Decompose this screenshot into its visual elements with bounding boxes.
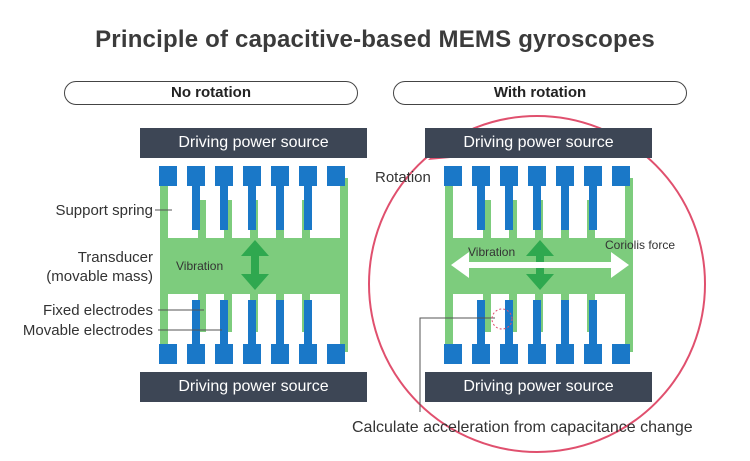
fixed-electrode-top-finger xyxy=(192,184,200,230)
movable-finger-bottom xyxy=(198,292,206,332)
diagram-title: Principle of capacitive-based MEMS gyros… xyxy=(95,26,655,53)
fixed-electrode-anchor-bottom xyxy=(612,344,630,364)
right-device xyxy=(444,166,633,364)
right-bottom-power-bar: Driving power source xyxy=(425,372,652,402)
fixed-electrode-bottom-head xyxy=(187,344,205,364)
fixed-electrode-top-finger xyxy=(505,184,513,230)
fixed-electrode-bottom-head xyxy=(472,344,490,364)
fixed-electrode-top-finger xyxy=(248,184,256,230)
left-bottom-power-bar: Driving power source xyxy=(140,372,367,402)
movable-finger-top xyxy=(198,200,206,240)
fixed-electrode-top-finger xyxy=(589,184,597,230)
capacitance-caption: Calculate acceleration from capacitance … xyxy=(352,419,693,436)
fixed-electrode-anchor-top xyxy=(159,166,177,186)
left-top-power-bar: Driving power source xyxy=(140,128,367,158)
fixed-electrode-bottom-head xyxy=(215,344,233,364)
fixed-electrode-top-head xyxy=(215,166,233,186)
left-device xyxy=(159,166,348,364)
fixed-electrode-top-head xyxy=(528,166,546,186)
fixed-electrode-bottom-head xyxy=(556,344,574,364)
fixed-electrode-bottom-finger xyxy=(561,300,569,346)
fixed-electrode-bottom-finger xyxy=(477,300,485,346)
right-vibration-label: Vibration xyxy=(468,245,516,259)
coriolis-force-label: Coriolis force xyxy=(605,238,676,252)
fixed-electrode-top-finger xyxy=(304,184,312,230)
fixed-electrode-top-head xyxy=(243,166,261,186)
fixed-electrode-top-finger xyxy=(561,184,569,230)
vibration-arrow-down-head xyxy=(241,274,269,290)
caption-callout-line xyxy=(419,317,495,412)
fixed-electrode-anchor-top xyxy=(612,166,630,186)
movable-finger-top xyxy=(483,200,491,240)
support-spring-label: Support spring xyxy=(55,202,153,219)
fixed-electrode-top-head xyxy=(584,166,602,186)
fixed-electrode-bottom-finger xyxy=(276,300,284,346)
fixed-electrode-bottom-head xyxy=(271,344,289,364)
vibration-arrow-up-head xyxy=(526,240,554,256)
fixed-electrode-bottom-finger xyxy=(533,300,541,346)
rotation-label: Rotation xyxy=(375,169,431,186)
fixed-electrode-bottom-head xyxy=(500,344,518,364)
fixed-electrode-bottom-head xyxy=(528,344,546,364)
fixed-electrodes-label: Fixed electrodes xyxy=(42,302,153,319)
fixed-electrode-top-finger xyxy=(220,184,228,230)
fixed-electrode-top-head xyxy=(500,166,518,186)
fixed-electrode-bottom-head xyxy=(299,344,317,364)
fixed-electrode-bottom-finger xyxy=(304,300,312,346)
fixed-electrode-top-finger xyxy=(533,184,541,230)
fixed-electrode-anchor-top xyxy=(327,166,345,186)
fixed-electrode-top-head xyxy=(472,166,490,186)
fixed-electrode-anchor-top xyxy=(444,166,462,186)
movable-finger-bottom xyxy=(483,292,491,332)
fixed-electrode-anchor-bottom xyxy=(444,344,462,364)
movable-electrodes-label: Movable electrodes xyxy=(22,322,153,339)
rotation-circle xyxy=(368,115,706,453)
capacitance-highlight xyxy=(491,308,513,330)
fixed-electrode-bottom-finger xyxy=(589,300,597,346)
coriolis-arrow-left-head xyxy=(451,252,469,278)
vibration-arrow-down-head xyxy=(526,274,554,290)
fixed-electrode-anchor-bottom xyxy=(159,344,177,364)
fixed-electrode-bottom-finger xyxy=(248,300,256,346)
fixed-electrode-top-finger xyxy=(477,184,485,230)
fixed-electrode-bottom-finger xyxy=(505,300,513,346)
transducer-label: Transducer xyxy=(77,249,153,266)
left-panel-header: No rotation xyxy=(64,81,358,105)
fixed-electrode-anchor-bottom xyxy=(327,344,345,364)
fixed-electrode-bottom-finger xyxy=(220,300,228,346)
right-top-power-bar: Driving power source xyxy=(425,128,652,158)
fixed-electrode-top-head xyxy=(299,166,317,186)
fixed-electrode-top-finger xyxy=(276,184,284,230)
fixed-electrode-top-head xyxy=(187,166,205,186)
vibration-arrow-up-head xyxy=(241,240,269,256)
coriolis-arrow-right-head xyxy=(611,252,629,278)
fixed-electrode-top-head xyxy=(271,166,289,186)
left-vibration-label: Vibration xyxy=(176,259,224,273)
right-panel-header: With rotation xyxy=(393,81,687,105)
fixed-electrode-bottom-finger xyxy=(192,300,200,346)
vibration-arrow-shaft xyxy=(251,250,259,280)
fixed-electrode-top-head xyxy=(556,166,574,186)
fixed-electrode-bottom-head xyxy=(584,344,602,364)
fixed-electrode-bottom-head xyxy=(243,344,261,364)
transducer-sub-label: (movable mass) xyxy=(46,268,153,285)
coriolis-arrow-shaft xyxy=(465,262,615,268)
